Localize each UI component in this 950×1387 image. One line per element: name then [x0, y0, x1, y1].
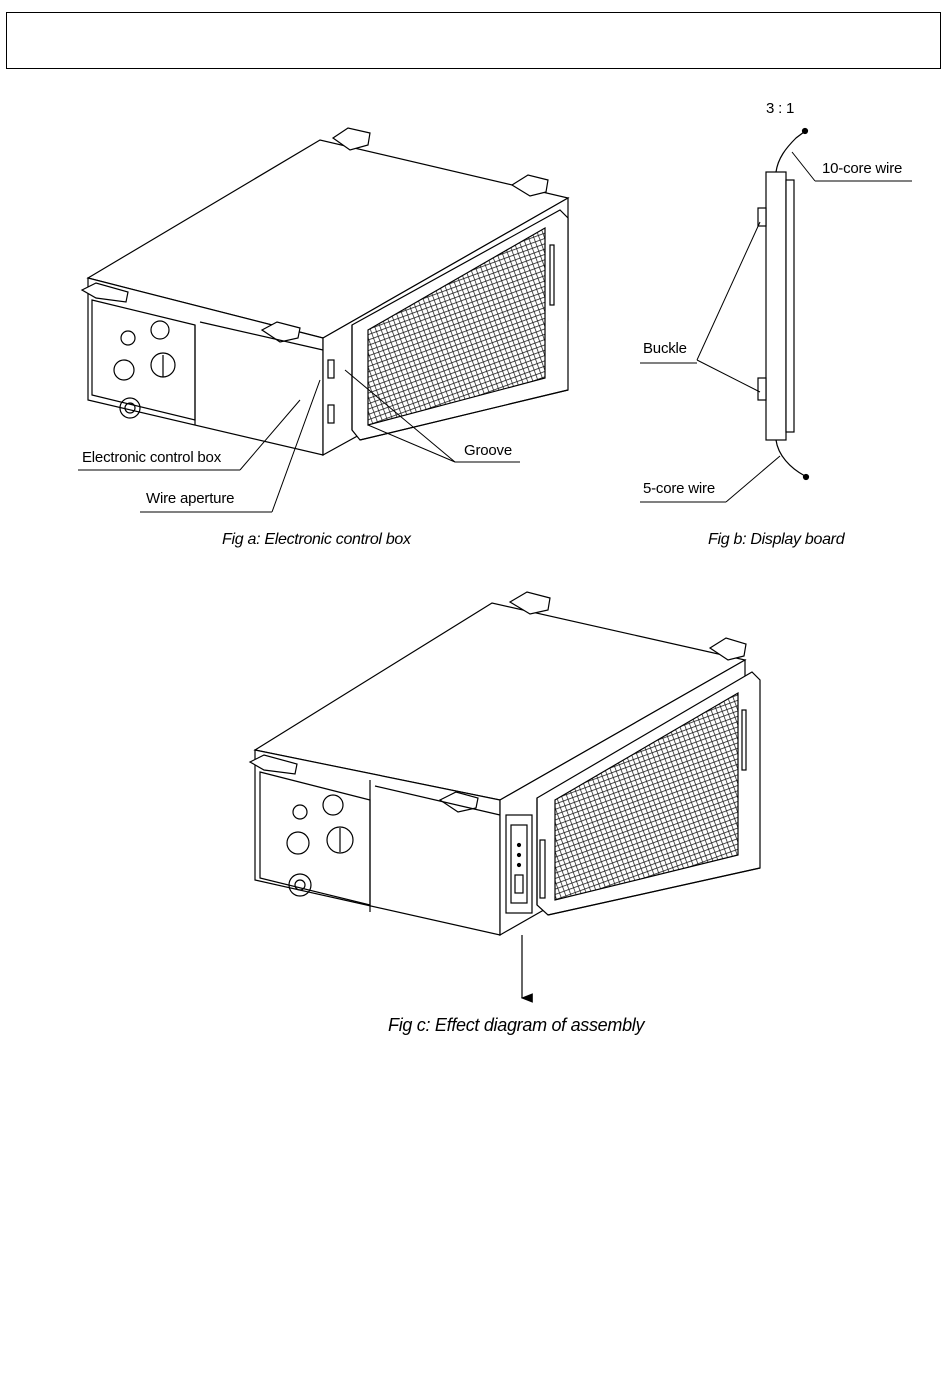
label-buckle: Buckle — [643, 340, 687, 357]
label-groove: Groove — [464, 442, 512, 459]
caption-fig-b: Fig b: Display board — [708, 531, 844, 549]
fig-c-assembly-drawing — [250, 592, 760, 935]
fig-b-display-board — [758, 129, 809, 480]
label-10-core-wire: 10-core wire — [822, 160, 902, 177]
label-electronic-control-box: Electronic control box — [82, 449, 221, 466]
caption-fig-c: Fig c: Effect diagram of assembly — [388, 1015, 644, 1036]
fig-a-unit-drawing — [82, 128, 568, 455]
caption-fig-a: Fig a: Electronic control box — [222, 531, 411, 549]
label-scale: 3 : 1 — [766, 100, 794, 117]
label-wire-aperture: Wire aperture — [146, 490, 234, 507]
label-5-core-wire: 5-core wire — [643, 480, 715, 497]
